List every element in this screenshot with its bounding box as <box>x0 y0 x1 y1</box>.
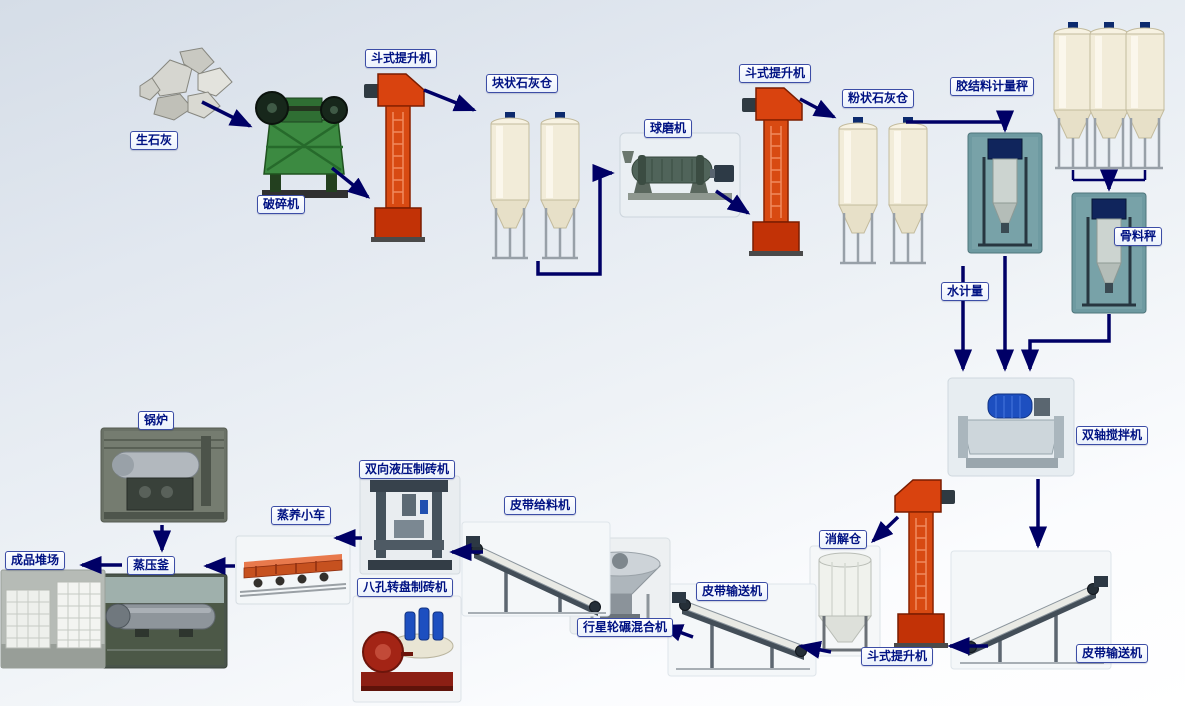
flow-arrow <box>1020 314 1111 372</box>
label-powder-lime-silo: 粉状石灰仓 <box>842 89 915 108</box>
quicklime-rocks-image <box>139 47 233 121</box>
connector-lines <box>1071 170 1147 182</box>
autoclave-image <box>100 573 228 669</box>
label-product-yard: 成品堆场 <box>5 551 66 570</box>
label-twin-shaft-mixer: 双轴搅拌机 <box>1076 426 1149 445</box>
label-digestion-silo: 消解仓 <box>819 530 868 549</box>
digestion-silo-image <box>809 545 881 657</box>
label-steam-trolley: 蒸养小车 <box>271 506 332 525</box>
label-bucket-elevator-2: 斗式提升机 <box>739 64 812 83</box>
flow-arrow <box>798 640 832 659</box>
aggregate-silos-image <box>1052 20 1166 170</box>
lump-lime-silo-image <box>489 110 581 260</box>
label-lump-lime-silo: 块状石灰仓 <box>486 74 559 93</box>
flow-arrow <box>201 100 253 128</box>
flow-arrow <box>870 515 900 543</box>
label-belt-feeder: 皮带给料机 <box>504 496 577 515</box>
label-crusher: 破碎机 <box>257 195 306 214</box>
product-yard-image <box>0 569 106 669</box>
binder-scale-image <box>966 131 1044 255</box>
flow-arrow <box>906 110 1015 133</box>
label-boiler: 锅炉 <box>138 411 175 430</box>
twin-shaft-mixer-image <box>947 377 1075 477</box>
belt-conveyor-mid-image <box>667 583 817 677</box>
label-belt-conveyor-right: 皮带输送机 <box>1076 644 1149 663</box>
label-autoclave: 蒸压釜 <box>127 556 176 575</box>
powder-lime-silo-image <box>837 115 929 265</box>
label-bucket-elevator-3: 斗式提升机 <box>861 647 934 666</box>
label-aggregate-scale: 骨料秤 <box>1114 227 1163 246</box>
aggregate-scale-image <box>1070 191 1148 315</box>
flow-arrow <box>536 163 615 276</box>
belt-feeder-image <box>461 521 611 617</box>
steam-trolley-image <box>235 535 351 605</box>
hydraulic-brick-machine-image <box>359 475 461 575</box>
belt-conveyor-right-image <box>950 550 1112 670</box>
flow-arrow <box>799 97 837 119</box>
flow-arrow <box>330 166 371 199</box>
label-water-meter: 水计量 <box>941 282 990 301</box>
label-binder-scale: 胶结料计量秤 <box>950 77 1035 96</box>
flow-arrow <box>423 88 477 112</box>
boiler-image <box>100 427 228 523</box>
rotary-brick-machine-image <box>352 595 462 703</box>
label-planetary-mixer: 行星轮碾混合机 <box>577 618 674 637</box>
label-rotary-brick-machine: 八孔转盘制砖机 <box>357 578 454 597</box>
label-bucket-elevator-1: 斗式提升机 <box>365 49 438 68</box>
crusher-image <box>255 91 348 198</box>
bucket-elevator-1-image <box>363 73 426 243</box>
bucket-elevator-2-image <box>741 87 804 257</box>
flow-arrow <box>715 189 751 215</box>
label-ball-mill: 球磨机 <box>644 119 693 138</box>
label-hydraulic-brick-machine: 双向液压制砖机 <box>359 460 456 479</box>
label-quicklime: 生石灰 <box>130 131 179 150</box>
bucket-elevator-3-image <box>893 479 956 649</box>
label-belt-conveyor-mid: 皮带输送机 <box>696 582 769 601</box>
ball-mill-image <box>619 132 741 218</box>
